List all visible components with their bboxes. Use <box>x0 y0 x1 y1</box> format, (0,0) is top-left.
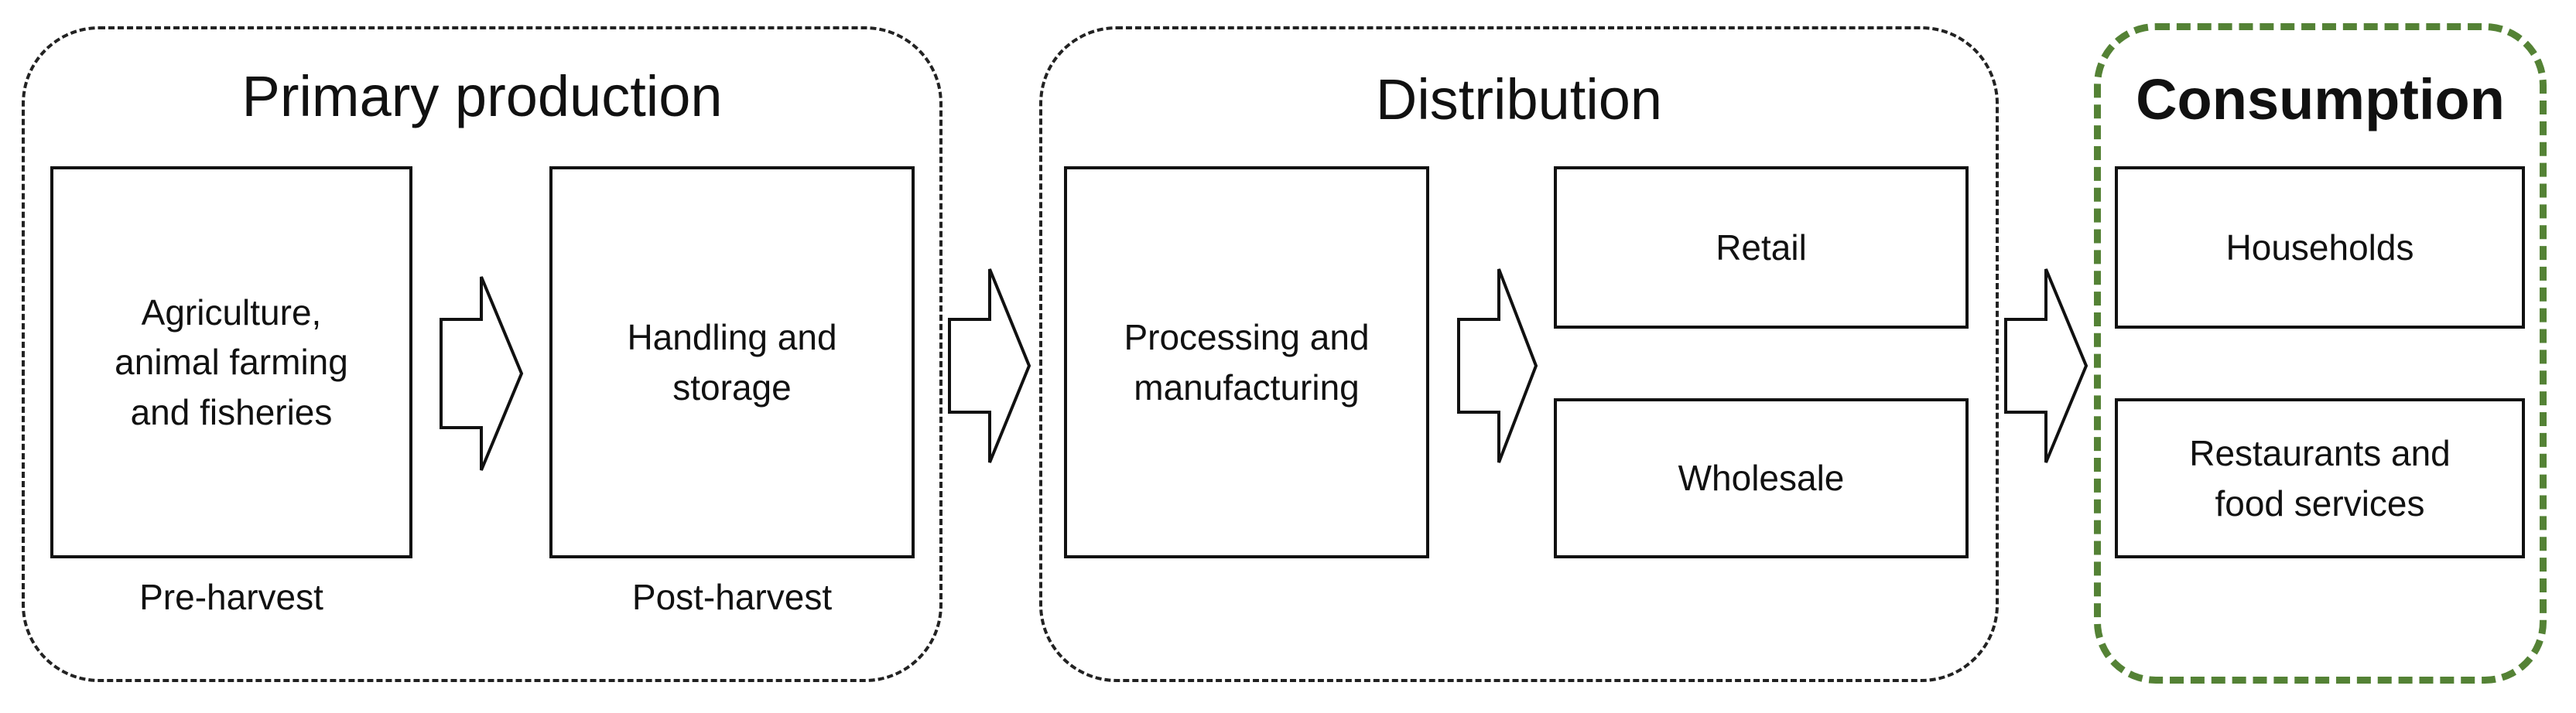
handling-storage-label: Handling and storage <box>627 317 837 408</box>
arrow-right-icon <box>440 276 524 471</box>
processing-label: Processing and manufacturing <box>1124 317 1370 408</box>
consumption-group <box>2094 23 2547 684</box>
retail-box: Retail <box>1554 166 1969 329</box>
primary-production-title: Primary production <box>241 64 723 128</box>
wholesale-label: Wholesale <box>1678 458 1845 499</box>
households-label: Households <box>2225 227 2414 268</box>
pre-harvest-caption: Pre-harvest <box>139 577 323 617</box>
post-harvest-caption: Post-harvest <box>631 577 833 617</box>
arrow-right-icon <box>948 268 1031 463</box>
distribution-group <box>1039 26 1999 682</box>
wholesale-box: Wholesale <box>1554 398 1969 558</box>
primary-production-group <box>22 26 942 682</box>
agriculture-box: Agriculture, animal farming and fisherie… <box>50 166 412 558</box>
retail-label: Retail <box>1716 227 1807 268</box>
restaurants-box: Restaurants and food services <box>2115 398 2525 558</box>
processing-box: Processing and manufacturing <box>1064 166 1429 558</box>
arrow-right-icon <box>2004 268 2089 463</box>
handling-storage-box: Handling and storage <box>549 166 915 558</box>
distribution-title: Distribution <box>1375 67 1663 131</box>
agriculture-label: Agriculture, animal farming and fisherie… <box>115 292 348 432</box>
restaurants-label: Restaurants and food services <box>2189 433 2451 524</box>
arrow-right-icon <box>1457 268 1538 463</box>
households-box: Households <box>2115 166 2525 329</box>
consumption-title: Consumption <box>2136 67 2505 131</box>
